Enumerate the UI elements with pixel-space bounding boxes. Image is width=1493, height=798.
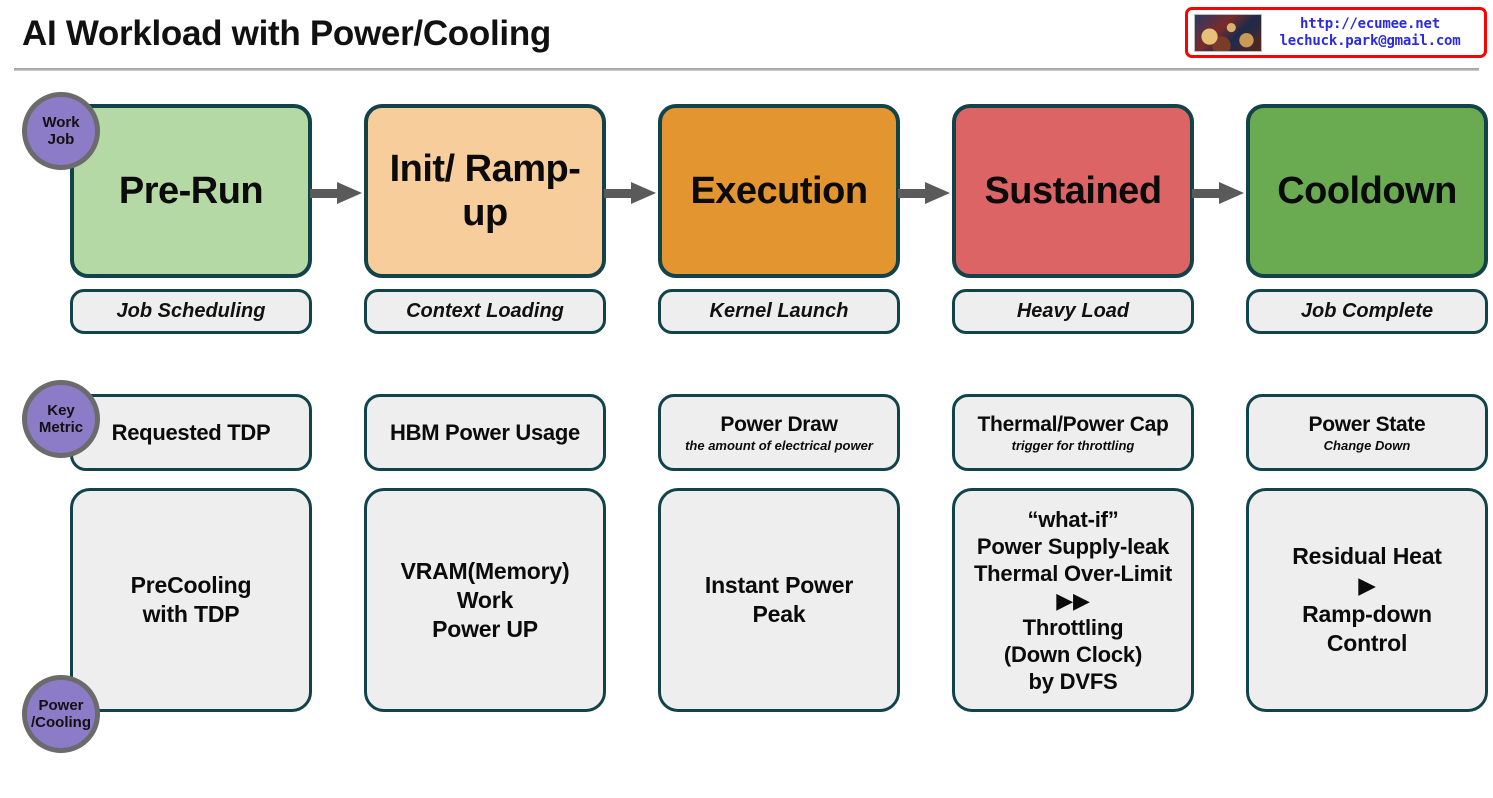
row-badge-work-job: Work Job (22, 92, 100, 170)
stage-caption-sustained: Heavy Load (952, 289, 1194, 334)
row-badge-power-cooling: Power /Cooling (22, 675, 100, 753)
watermark-email: lechuck.park@gmail.com (1279, 32, 1461, 49)
arrow-prerun-to-init-icon (310, 182, 362, 204)
metric-subtitle: Change Down (1323, 438, 1411, 453)
stage-box-cooldown[interactable]: Cooldown (1246, 104, 1488, 278)
arrow-init-to-execution-icon (604, 182, 656, 204)
metric-box-init-ramp-up[interactable]: HBM Power Usage (364, 394, 606, 471)
row-badge-key-metric: Key Metric (22, 380, 100, 458)
arrow-sustained-to-cooldown-icon (1192, 182, 1244, 204)
page-title: AI Workload with Power/Cooling (22, 14, 551, 53)
row-badge-key-metric-line1: Key (47, 402, 75, 419)
metric-box-cooldown[interactable]: Power State Change Down (1246, 394, 1488, 471)
metric-box-pre-run[interactable]: Requested TDP (70, 394, 312, 471)
power-cooling-box-init-ramp-up[interactable]: VRAM(Memory) Work Power UP (364, 488, 606, 712)
stage-caption-cooldown: Job Complete (1246, 289, 1488, 334)
watermark-contact: http://ecumee.net lechuck.park@gmail.com (1262, 16, 1478, 50)
row-badge-power-cooling-line1: Power (38, 697, 84, 714)
arrow-head (925, 182, 950, 204)
arrow-shaft (310, 189, 340, 198)
stage-box-sustained[interactable]: Sustained (952, 104, 1194, 278)
stage-caption-init-ramp-up: Context Loading (364, 289, 606, 334)
row-badge-key-metric-line2: Metric (38, 419, 84, 436)
power-cooling-box-cooldown[interactable]: Residual Heat ▶ Ramp-down Control (1246, 488, 1488, 712)
metric-title: Thermal/Power Cap (977, 413, 1169, 436)
stage-box-pre-run[interactable]: Pre-Run (70, 104, 312, 278)
watermark-url: http://ecumee.net (1300, 15, 1440, 32)
power-cooling-box-execution[interactable]: Instant Power Peak (658, 488, 900, 712)
metric-box-execution[interactable]: Power Draw the amount of electrical powe… (658, 394, 900, 471)
arrow-head (631, 182, 656, 204)
arrow-head (337, 182, 362, 204)
arrow-head (1219, 182, 1244, 204)
power-cooling-box-pre-run[interactable]: PreCooling with TDP (70, 488, 312, 712)
watermark-badge: http://ecumee.net lechuck.park@gmail.com (1185, 7, 1487, 58)
watermark-thumbnail-image (1194, 13, 1262, 52)
metric-title: Power Draw (720, 413, 838, 436)
stage-caption-pre-run: Job Scheduling (70, 289, 312, 334)
arrow-shaft (1192, 189, 1222, 198)
metric-box-sustained[interactable]: Thermal/Power Cap trigger for throttling (952, 394, 1194, 471)
power-cooling-box-sustained[interactable]: “what-if” Power Supply-leak Thermal Over… (952, 488, 1194, 712)
metric-subtitle: trigger for throttling (1011, 438, 1135, 453)
metric-title: Power State (1308, 413, 1426, 436)
arrow-shaft (604, 189, 634, 198)
row-badge-work-job-line1: Work (42, 114, 80, 131)
stage-caption-execution: Kernel Launch (658, 289, 900, 334)
stage-box-init-ramp-up[interactable]: Init/ Ramp-up (364, 104, 606, 278)
title-divider (14, 68, 1479, 71)
metric-title: HBM Power Usage (390, 420, 580, 445)
stage-box-execution[interactable]: Execution (658, 104, 900, 278)
metric-subtitle: the amount of electrical power (685, 438, 873, 453)
arrow-execution-to-sustained-icon (898, 182, 950, 204)
arrow-shaft (898, 189, 928, 198)
row-badge-work-job-line2: Job (47, 131, 75, 148)
row-badge-power-cooling-line2: /Cooling (31, 714, 91, 731)
metric-title: Requested TDP (111, 420, 271, 445)
